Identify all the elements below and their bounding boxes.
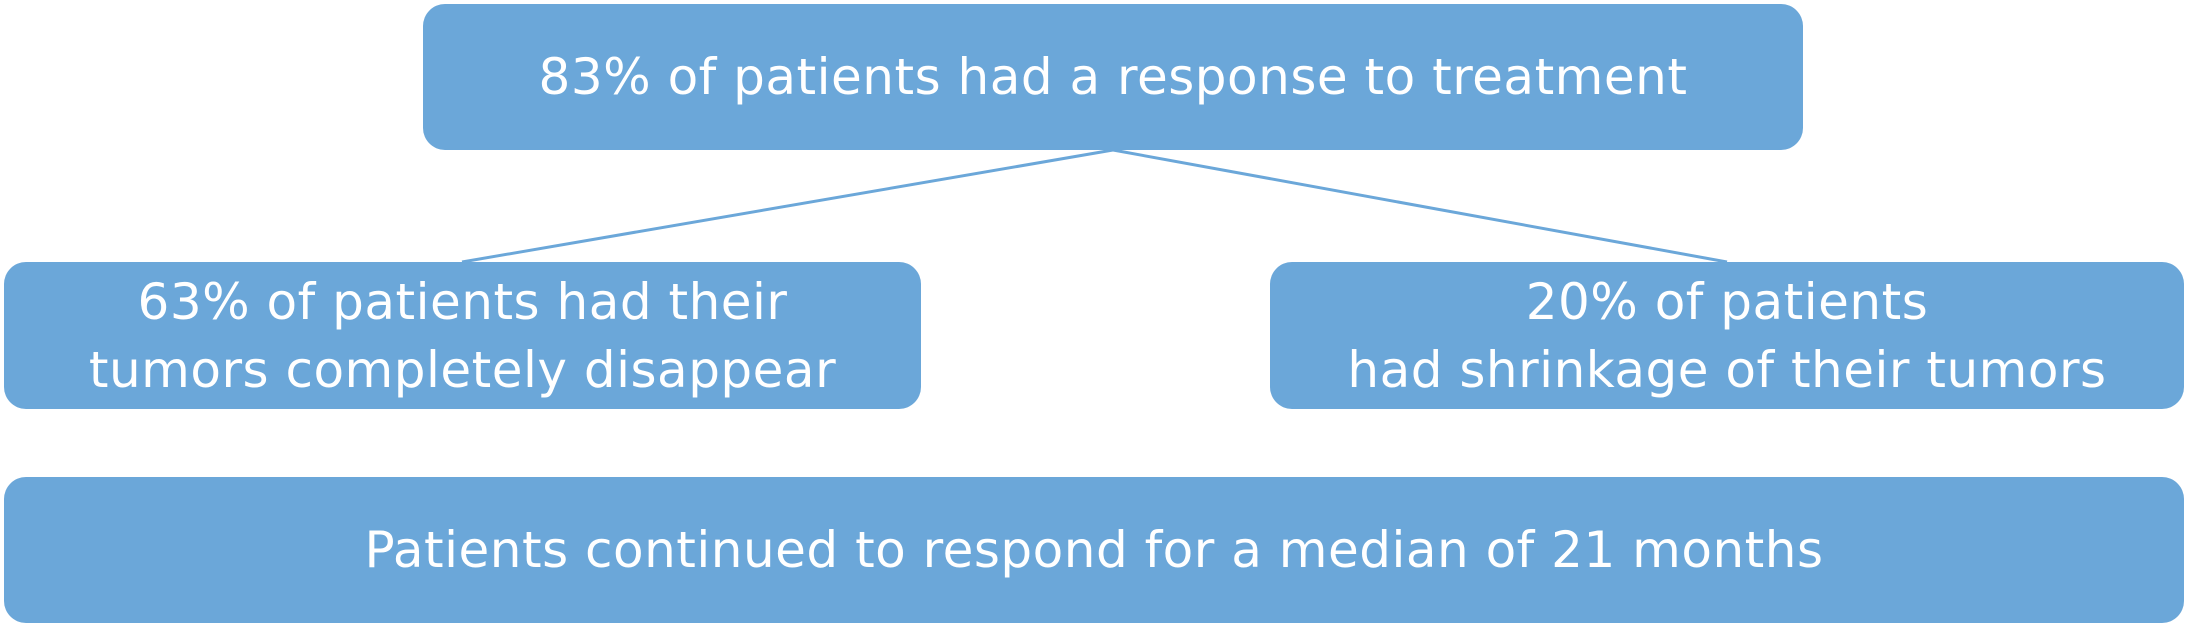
complete-response-line-2: tumors completely disappear [88, 340, 837, 399]
connector-line-right [1112, 148, 1728, 264]
response-duration-text: Patients continued to respond for a medi… [364, 520, 1824, 579]
complete-response-text: 63% of patients had their tumors complet… [89, 268, 836, 404]
complete-response-line-1: 63% of patients had their [137, 272, 788, 331]
total-response-text: 83% of patients had a response to treatm… [538, 47, 1688, 106]
response-duration-box: Patients continued to respond for a medi… [4, 477, 2184, 623]
complete-response-box: 63% of patients had their tumors complet… [4, 262, 921, 409]
partial-response-text: 20% of patients had shrinkage of their t… [1347, 268, 2106, 404]
connector-line-left [461, 148, 1114, 264]
partial-response-box: 20% of patients had shrinkage of their t… [1270, 262, 2184, 409]
partial-response-line-1: 20% of patients [1525, 272, 1929, 331]
partial-response-line-2: had shrinkage of their tumors [1347, 340, 2107, 399]
total-response-box: 83% of patients had a response to treatm… [423, 4, 1803, 150]
